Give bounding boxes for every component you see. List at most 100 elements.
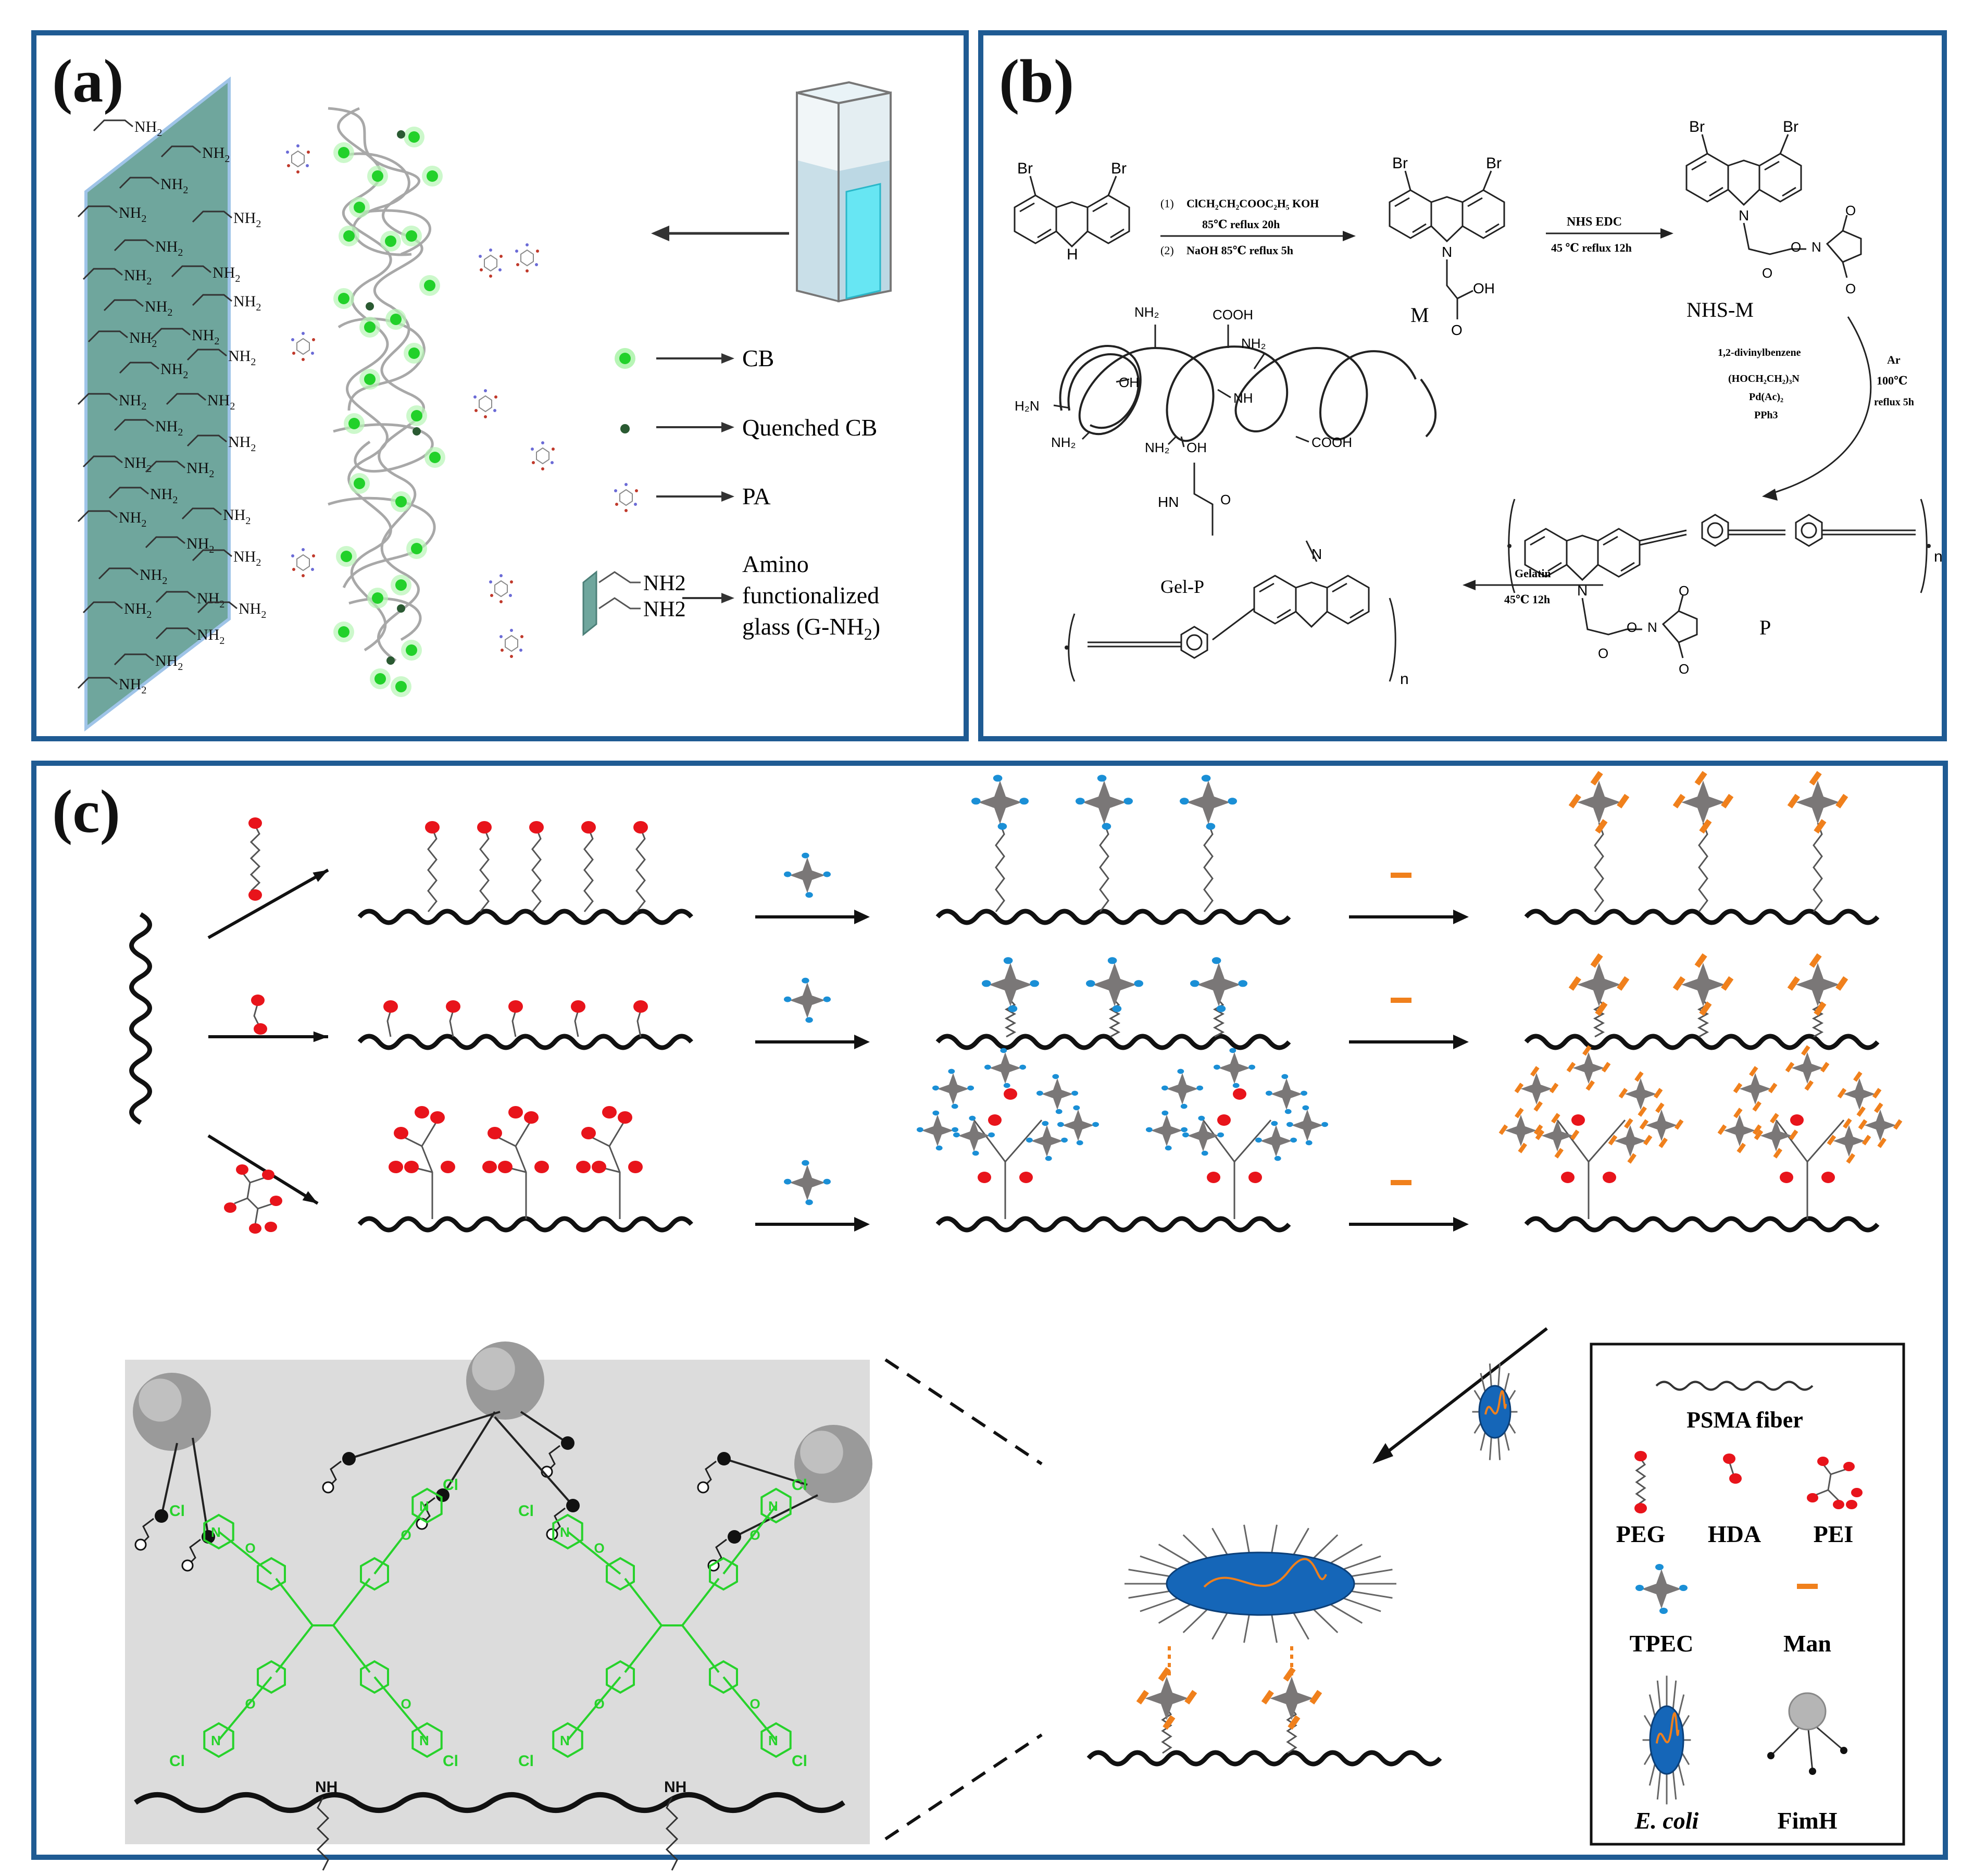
gelatin-group-label: NH₂ (1051, 434, 1076, 450)
peg-reagent (248, 817, 262, 901)
legend-hda-icon (1723, 1453, 1742, 1484)
legend-amino-line3: glass (G-NH2) (742, 613, 880, 643)
svg-text:O: O (401, 1527, 411, 1543)
svg-text:O: O (1762, 265, 1772, 281)
tpec-molecule (1672, 953, 1734, 1016)
nh2-group: NH2 (114, 652, 183, 673)
svg-text:Gelatin: Gelatin (1515, 567, 1551, 580)
nh2-label: NH2 (186, 459, 214, 480)
arrow-tpec-addition (755, 852, 870, 924)
panel-b-label: (b) (999, 47, 1075, 115)
cb-dots (333, 127, 445, 697)
svg-text:N: N (419, 1733, 429, 1748)
fiber-pei-grafted (357, 1106, 693, 1233)
nh2-group: NH2 (155, 590, 224, 610)
fiber-peg-tpec (935, 775, 1291, 925)
nh2-label: NH2 (202, 144, 230, 165)
quenched-cb-legend-dot (620, 424, 630, 433)
legend-man: Man (1783, 1630, 1831, 1657)
nh2-group: NH2 (82, 267, 152, 287)
tpec-molecule (1498, 1108, 1543, 1153)
cb-dot (333, 142, 354, 163)
cb-dot (406, 538, 427, 559)
svg-text:N: N (1647, 619, 1657, 635)
legend-fimh: FimH (1778, 1807, 1838, 1834)
nh2-group: NH2 (192, 548, 261, 568)
tpec-molecule (1717, 1108, 1762, 1153)
nh2-group: NH2 (82, 600, 152, 620)
fiber-pei-tpec (917, 1048, 1329, 1233)
tpec-molecule (932, 1069, 974, 1109)
legend-peg-icon (1634, 1451, 1647, 1513)
nh2-label: NH2 (160, 176, 188, 196)
ecoli-bacterium (1472, 1363, 1518, 1460)
nh2-label: NH2 (129, 329, 157, 350)
legend-pei: PEI (1814, 1521, 1854, 1547)
svg-text:HN: HN (1158, 494, 1179, 510)
svg-text:NH: NH (664, 1779, 686, 1796)
ecoli-binding (1086, 1524, 1442, 1767)
cb-dot (349, 197, 370, 218)
svg-text:O: O (1845, 203, 1856, 218)
nh2-label: NH2 (119, 204, 146, 225)
svg-text:45℃ 12h: 45℃ 12h (1504, 593, 1550, 606)
legend-peg: PEG (1616, 1521, 1666, 1547)
legend-amino-nh2-2: NH2 (643, 598, 686, 622)
legend-amino-line1: Amino (742, 551, 809, 577)
reaction-arrow (207, 868, 329, 939)
svg-text:Cl: Cl (169, 1753, 185, 1770)
legend-man-icon (1797, 1584, 1818, 1589)
nh2-group: NH2 (166, 392, 235, 412)
ecoli-bacterium (1642, 1675, 1691, 1805)
svg-text:N: N (768, 1733, 778, 1748)
svg-text:Pd(Ac)₂: Pd(Ac)₂ (1749, 391, 1783, 403)
tpec-molecule (1036, 1074, 1078, 1114)
svg-text:Cl: Cl (169, 1502, 185, 1520)
nh2-label: NH2 (150, 486, 178, 506)
svg-text:N: N (560, 1733, 570, 1748)
cb-dot (336, 546, 357, 567)
tpec-molecule (1286, 1105, 1329, 1146)
arrow-man-addition (1349, 1180, 1469, 1232)
fiber-peg-grafted (357, 821, 693, 925)
arrow-to-ecoli (1372, 1327, 1548, 1464)
nh2-group: NH2 (150, 327, 219, 347)
cb-dot (404, 343, 424, 364)
nh2-group: NH2 (181, 506, 251, 527)
fiber-hda-grafted (357, 1000, 693, 1050)
nh2-group: NH2 (145, 459, 214, 480)
compound-m: Br Br N OH O M (1389, 155, 1505, 338)
svg-text:O: O (594, 1540, 605, 1556)
quenched-cb-dot (397, 604, 405, 613)
tpec-molecule (953, 1115, 995, 1156)
nh2-group: NH2 (119, 176, 188, 196)
svg-text:1,2-divinylbenzene: 1,2-divinylbenzene (1718, 347, 1801, 358)
panel-c-label: (c) (52, 777, 120, 846)
nh2-label: NH2 (207, 392, 235, 412)
nh2-label: NH2 (239, 600, 266, 620)
tpec-molecule (1858, 1102, 1903, 1148)
nh2-label: NH2 (119, 392, 146, 412)
svg-text:(2): (2) (1160, 244, 1174, 257)
nh2-group: NH2 (192, 209, 261, 230)
step-4: Gelatin 45℃ 12h (1463, 567, 1603, 606)
reaction-arrow (207, 1134, 319, 1205)
nh2-label: NH2 (140, 566, 167, 587)
gelatin-group-label: NH₂ (1145, 440, 1170, 455)
glass-sample-in-cuvette (845, 183, 881, 300)
nh2-label: NH2 (233, 209, 261, 230)
svg-text:O: O (1679, 661, 1689, 677)
pa-molecule (531, 441, 555, 470)
nh2-label: NH2 (233, 548, 261, 568)
nh2-group: NH2 (186, 433, 256, 454)
quenched-cb-dot (413, 427, 421, 436)
pa-molecule (489, 574, 513, 603)
svg-text:(HOCH₂CH₂)₃N: (HOCH₂CH₂)₃N (1728, 373, 1800, 384)
svg-text:PPh3: PPh3 (1754, 409, 1778, 421)
tpec-molecule (1136, 1667, 1197, 1730)
step-2: NHS EDC 45 ℃ reflux 12h (1546, 215, 1673, 254)
nh2-group: NH2 (192, 293, 261, 313)
tpec-molecule (784, 1160, 831, 1206)
